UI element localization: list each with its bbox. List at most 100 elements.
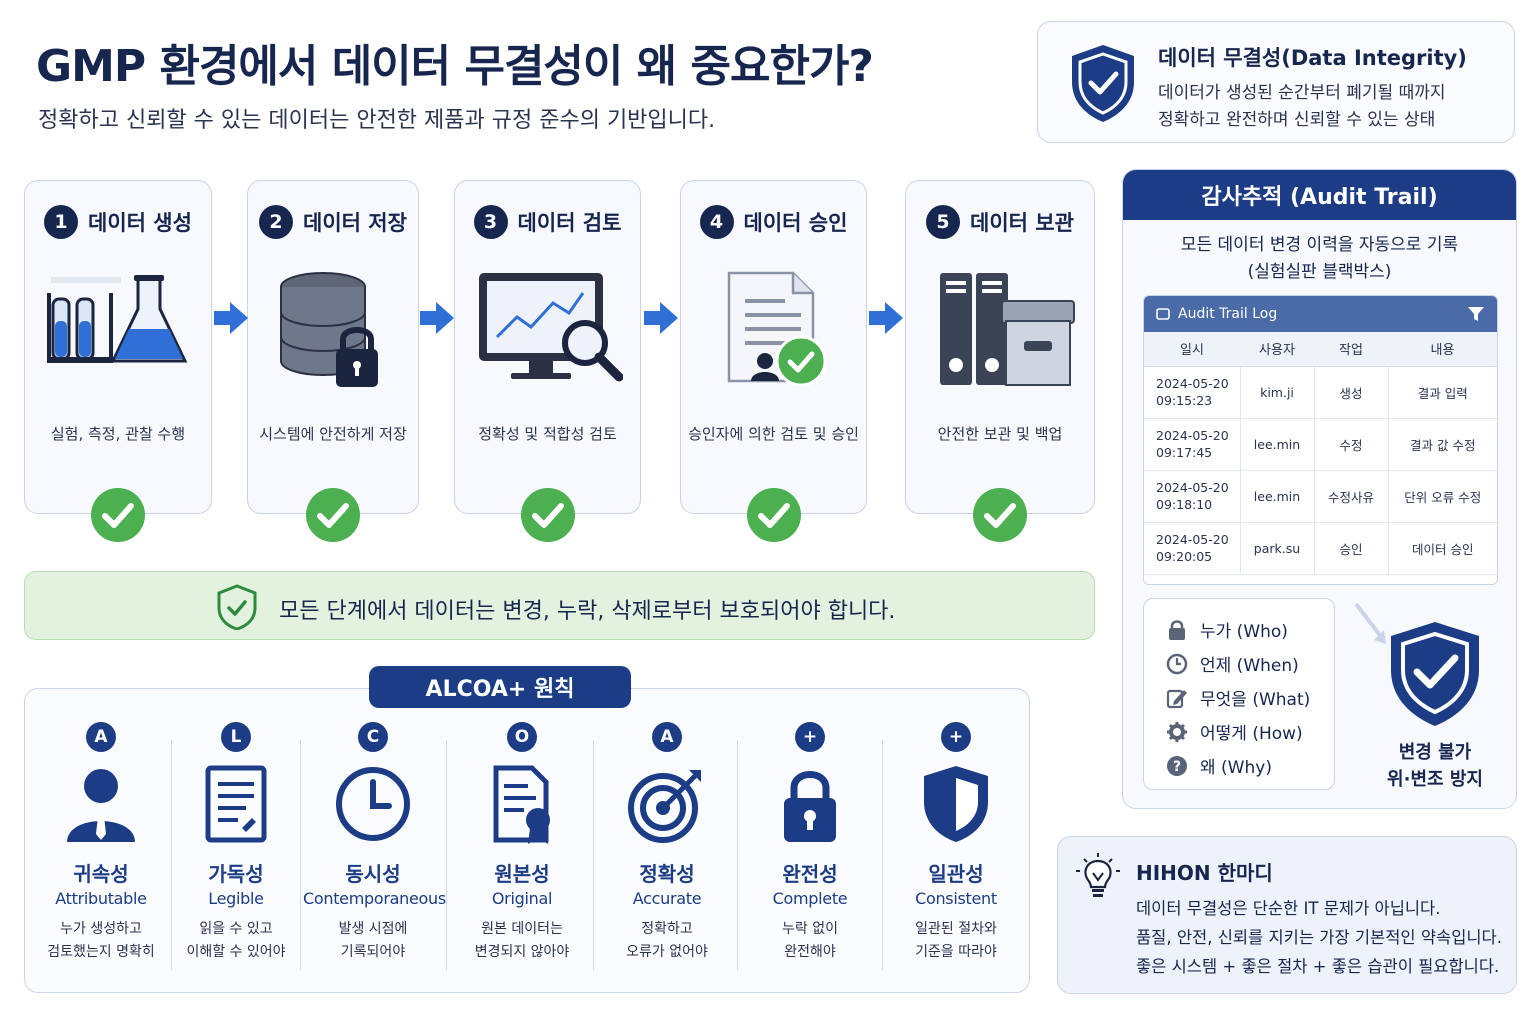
who-item: 누가 (Who) xyxy=(1166,617,1288,642)
lightbulb-icon xyxy=(1076,853,1120,897)
alcoa-name: 귀속성 xyxy=(73,862,129,886)
alcoa-desc-line: 정확하고 xyxy=(641,921,693,937)
step-description: 실험, 측정, 관찰 수행 xyxy=(50,425,186,443)
shield-check-icon xyxy=(217,584,257,630)
log-user: lee.min xyxy=(1240,470,1315,523)
lock-icon xyxy=(784,771,836,842)
log-user: lee.min xyxy=(1240,418,1315,471)
person-icon xyxy=(67,769,135,842)
step-card-create: 1 데이터 생성 실험, 측정, 관찰 수행 xyxy=(24,180,212,542)
protection-message: 모든 단계에서 데이터는 변경, 누락, 삭제로부터 보호되어야 합니다. xyxy=(279,599,896,624)
arrow-right-icon xyxy=(420,302,454,334)
alcoa-english: Legible xyxy=(208,889,264,908)
step-label: 데이터 승인 xyxy=(743,211,848,235)
check-icon xyxy=(973,488,1027,542)
page-subtitle: 정확하고 신뢰할 수 있는 데이터는 안전한 제품과 규정 준수의 기반입니다. xyxy=(38,108,716,133)
tamper-label-1: 변경 불가 xyxy=(1398,742,1472,763)
log-content: 단위 오류 수정 xyxy=(1388,470,1497,523)
divider xyxy=(882,740,883,970)
filter-icon[interactable] xyxy=(1467,306,1485,322)
when-item: 언제 (When) xyxy=(1166,651,1299,676)
alcoa-name: 동시성 xyxy=(345,862,401,886)
alcoa-letter: + xyxy=(795,722,825,752)
document-icon xyxy=(205,765,267,843)
approved-document-icon xyxy=(727,271,826,387)
audit-trail-subtitle: 모든 데이터 변경 이력을 자동으로 기록 xyxy=(1180,235,1459,255)
log-date: 2024-05-20 xyxy=(1156,376,1229,391)
alcoa-english: Consistent xyxy=(915,889,997,908)
how-item: 어떻게 (How) xyxy=(1166,719,1303,744)
arrow-right-icon xyxy=(869,302,903,334)
log-action: 생성 xyxy=(1314,366,1389,419)
column-header: 내용 xyxy=(1388,332,1497,367)
audit-trail-title: 감사추적 (Audit Trail) xyxy=(1123,170,1516,220)
step-card-store: 2 데이터 저장 시스템에 안전하게 저장 xyxy=(247,180,419,542)
why-item: ? 왜 (Why) xyxy=(1166,753,1272,778)
question-icon: ? xyxy=(1167,755,1187,776)
tamper-label-2: 위·변조 방지 xyxy=(1387,769,1483,790)
alcoa-desc-line: 변경되지 않아야 xyxy=(474,944,570,960)
clock-icon xyxy=(336,767,410,841)
page-title: GMP 환경에서 데이터 무결성이 왜 중요한가? xyxy=(36,41,874,92)
step-description: 시스템에 안전하게 저장 xyxy=(259,425,407,443)
divider xyxy=(446,740,447,970)
log-time: 09:18:10 xyxy=(1156,497,1213,512)
shield-check-icon xyxy=(1072,45,1134,122)
step-number: 2 xyxy=(259,205,294,239)
definition-box: 데이터 무결성(Data Integrity) 데이터가 생성된 순간부터 폐기… xyxy=(1037,21,1515,143)
alcoa-desc-line: 이해할 수 있어야 xyxy=(186,944,286,960)
alcoa-letter: C xyxy=(358,722,388,752)
arrow-right-icon xyxy=(214,302,248,334)
step-card-archive: 5 데이터 보관 안전한 보관 및 백업 xyxy=(905,180,1095,542)
alcoa-desc-line: 완전해야 xyxy=(784,944,836,960)
alcoa-desc-line: 누락 없이 xyxy=(782,921,838,937)
alcoa-english: Attributable xyxy=(55,889,147,908)
alcoa-letter: + xyxy=(941,722,971,752)
who-label: 누가 (Who) xyxy=(1200,622,1288,642)
edit-icon xyxy=(1166,689,1187,708)
step-description: 승인자에 의한 검토 및 승인 xyxy=(688,425,859,443)
log-action: 승인 xyxy=(1314,522,1389,575)
column-header: 작업 xyxy=(1314,332,1388,367)
log-time: 09:20:05 xyxy=(1156,549,1213,564)
log-content: 결과 입력 xyxy=(1388,366,1497,419)
alcoa-letter: A xyxy=(652,722,682,752)
alcoa-english: Original xyxy=(491,889,553,908)
certificate-icon xyxy=(493,765,550,844)
arrow-icon xyxy=(1354,602,1386,644)
alcoa-english: Complete xyxy=(772,889,848,908)
step-number: 5 xyxy=(926,205,961,239)
step-label: 데이터 보관 xyxy=(970,211,1074,235)
database-lock-icon xyxy=(280,272,378,387)
definition-line-1: 데이터가 생성된 순간부터 폐기될 때까지 xyxy=(1158,83,1446,103)
definition-line-2: 정확하고 완전하며 신뢰할 수 있는 상태 xyxy=(1158,110,1436,130)
clock-icon xyxy=(1166,653,1188,674)
gear-icon xyxy=(1167,721,1187,742)
alcoa-name: 일관성 xyxy=(928,862,984,886)
step-description: 안전한 보관 및 백업 xyxy=(937,425,1063,443)
alcoa-desc-line: 오류가 없어야 xyxy=(626,944,708,960)
tip-box: HIHON 한마디 데이터 무결성은 단순한 IT 문제가 아닙니다. 품질, … xyxy=(1057,836,1517,994)
log-user: kim.ji xyxy=(1240,366,1315,419)
what-item: 무엇을 (What) xyxy=(1166,685,1310,710)
log-time: 09:17:45 xyxy=(1156,445,1213,460)
alcoa-letter: A xyxy=(86,722,116,752)
log-action: 수정사유 xyxy=(1314,470,1389,523)
divider xyxy=(593,740,594,970)
log-user: park.su xyxy=(1240,522,1315,575)
target-icon xyxy=(628,770,701,843)
log-date: 2024-05-20 xyxy=(1156,428,1229,443)
when-label: 언제 (When) xyxy=(1200,656,1299,676)
alcoa-desc-line: 누가 생성하고 xyxy=(60,921,142,937)
step-number: 4 xyxy=(699,205,734,239)
alcoa-desc-line: 기준을 따라야 xyxy=(915,944,997,960)
tip-line-2: 품질, 안전, 신뢰를 지키는 가장 기본적인 약속입니다. xyxy=(1136,928,1502,947)
